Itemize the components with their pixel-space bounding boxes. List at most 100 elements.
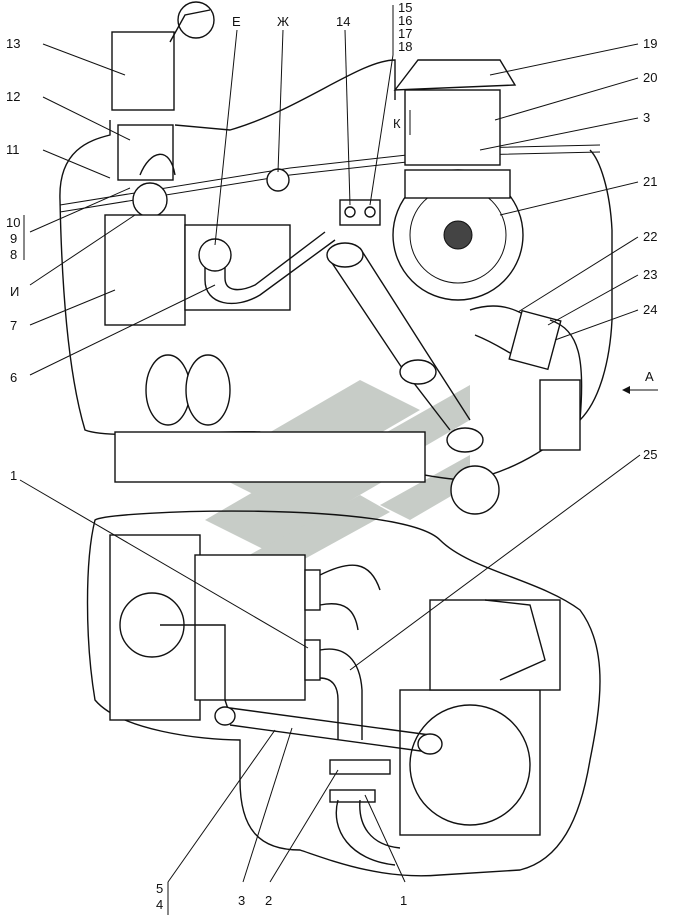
leader-12 — [42, 96, 131, 141]
label-i: И — [10, 284, 19, 299]
label-3-bottom: 3 — [238, 893, 245, 908]
pipe-3 — [229, 707, 431, 753]
bottom-view — [86, 510, 601, 877]
label-15: 15 — [398, 0, 412, 15]
leader-1a — [19, 479, 309, 649]
label-13: 13 — [6, 36, 20, 51]
housing-7-side — [184, 224, 291, 311]
leader-22 — [517, 236, 639, 313]
label-23: 23 — [643, 267, 657, 282]
filter-elbow — [139, 153, 176, 176]
label-2: 2 — [265, 893, 272, 908]
clamp-e — [198, 238, 232, 272]
callout-labels: 13 12 11 10 9 8 И 7 6 Е Ж 14 15 16 17 18… — [6, 0, 657, 912]
leader-e — [214, 29, 238, 246]
label-17: 17 — [398, 26, 412, 41]
label-5: 5 — [156, 881, 163, 896]
filter-housing-bottom — [539, 379, 581, 451]
top-view — [59, 1, 613, 515]
label-a: А — [645, 369, 654, 384]
leader-3b — [242, 727, 293, 883]
leader-14 — [344, 29, 351, 206]
leader-23 — [547, 274, 639, 326]
frame-line-top-2 — [59, 151, 601, 213]
leader-lines — [19, 5, 658, 915]
pipe-3-end-left — [214, 706, 236, 726]
pipe-joint-upper — [326, 242, 364, 268]
elbow-1-lower — [335, 799, 401, 866]
filter-pipe-12 — [117, 124, 174, 181]
precleaner-cap-19 — [393, 59, 517, 91]
label-25: 25 — [643, 447, 657, 462]
pipe-3-end-right — [417, 733, 443, 755]
bolt-14b — [364, 206, 376, 218]
bracket-2 — [329, 759, 391, 775]
leader-11 — [42, 149, 111, 179]
label-k: К — [393, 116, 401, 131]
leader-3a — [479, 117, 639, 151]
bolt-14a — [344, 206, 356, 218]
clamp-zh — [266, 168, 290, 192]
hose-clamp-23 — [508, 309, 562, 371]
label-18: 18 — [398, 39, 412, 54]
leader-25 — [349, 454, 641, 671]
label-19: 19 — [643, 36, 657, 51]
label-12: 12 — [6, 89, 20, 104]
leader-20 — [494, 77, 639, 121]
air-cleaner-21-top — [404, 169, 511, 199]
engine-block — [114, 431, 426, 483]
label-1-bottom: 1 — [400, 893, 407, 908]
air-cleaner-neck — [169, 9, 211, 43]
leader-2 — [269, 769, 339, 883]
air-cleaner-cap — [177, 1, 215, 39]
label-14: 14 — [336, 14, 350, 29]
box-center — [194, 554, 306, 701]
label-7: 7 — [10, 318, 17, 333]
air-cleaner-bottom-ring — [409, 704, 531, 826]
leader-10-9-8 — [29, 187, 131, 233]
label-9: 9 — [10, 231, 17, 246]
leader-15-18 — [369, 54, 394, 206]
label-e: Е — [232, 14, 241, 29]
label-zh: Ж — [277, 14, 289, 29]
frame-line-top — [59, 144, 601, 206]
elbow-25 — [319, 648, 363, 740]
clamp-10-9-8 — [132, 182, 168, 218]
bottom-view-outline — [86, 510, 601, 877]
turbo-outlet — [450, 465, 500, 515]
arrow-a-head — [622, 386, 630, 394]
label-20: 20 — [643, 70, 657, 85]
label-16: 16 — [398, 13, 412, 28]
label-3-top: 3 — [643, 110, 650, 125]
label-21: 21 — [643, 174, 657, 189]
leader-5-4 — [167, 729, 276, 883]
air-cleaner-body-13 — [111, 31, 175, 111]
leader-19 — [489, 43, 639, 76]
pipe-joint-mid — [399, 359, 437, 385]
pipe-6 — [204, 239, 336, 305]
intake-cone — [484, 599, 546, 681]
precleaner-body-20 — [404, 89, 501, 166]
label-1-top: 1 — [10, 468, 17, 483]
label-22: 22 — [643, 229, 657, 244]
flange-upper — [304, 569, 321, 611]
pipe-joint-lower — [446, 427, 484, 453]
leader-i — [29, 214, 136, 286]
air-cleaner-21-nut — [443, 220, 473, 250]
fuel-filter-left — [145, 354, 191, 426]
leader-6 — [29, 284, 216, 376]
leader-13 — [42, 43, 126, 76]
label-24: 24 — [643, 302, 657, 317]
housing-7 — [104, 214, 186, 326]
label-8: 8 — [10, 247, 17, 262]
label-11: 11 — [6, 142, 20, 157]
elbow-upper — [319, 564, 381, 631]
bracket-2-lower — [329, 789, 376, 803]
label-10: 10 — [6, 215, 20, 230]
flange-lower — [304, 639, 321, 681]
leader-21 — [499, 181, 639, 216]
leader-zh — [277, 29, 284, 173]
leader-7 — [29, 289, 116, 326]
